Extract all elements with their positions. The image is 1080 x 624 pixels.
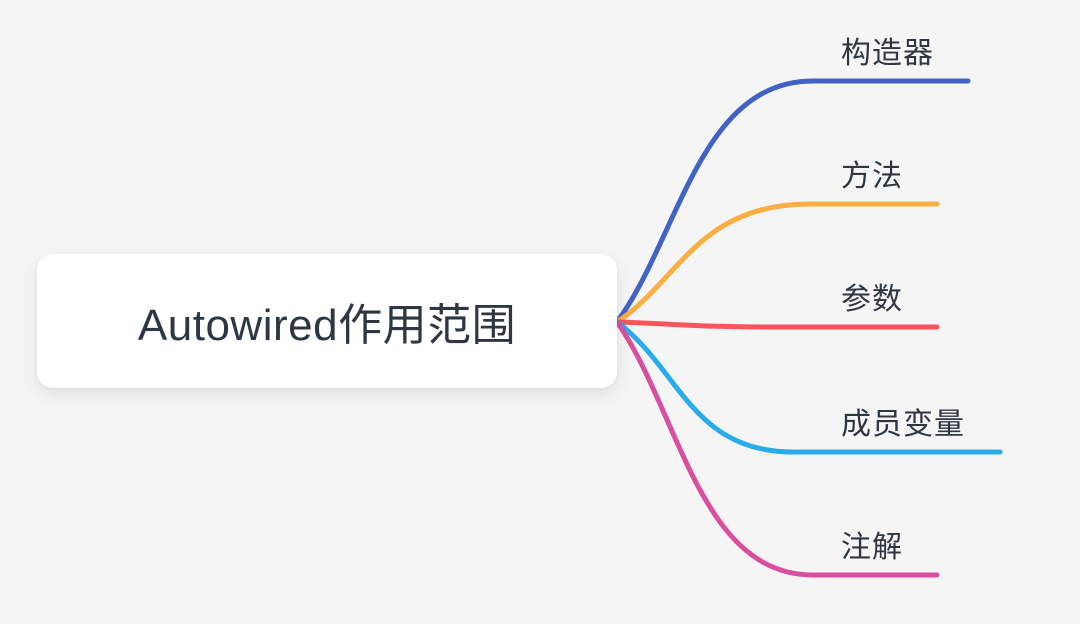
branch-label-text: 参数 <box>841 283 903 316</box>
branch-label-2[interactable]: 参数 <box>841 283 903 317</box>
branch-label-text: 方法 <box>841 160 903 193</box>
branch-curve-2 <box>614 319 940 330</box>
branch-label-1[interactable]: 方法 <box>841 160 903 194</box>
branch-curve-1 <box>614 201 940 325</box>
branch-label-4[interactable]: 注解 <box>841 531 903 565</box>
branch-label-text: 构造器 <box>841 37 934 70</box>
branch-label-text: 成员变量 <box>841 408 965 441</box>
branch-label-3[interactable]: 成员变量 <box>841 408 965 442</box>
branch-label-text: 注解 <box>841 531 903 564</box>
branch-curve-4 <box>614 319 940 578</box>
branch-curve-0 <box>614 78 971 325</box>
root-node[interactable]: Autowired作用范围 <box>37 254 617 388</box>
branch-curve-3 <box>614 319 1003 455</box>
root-node-label: Autowired作用范围 <box>137 301 517 350</box>
branch-label-0[interactable]: 构造器 <box>841 37 934 71</box>
